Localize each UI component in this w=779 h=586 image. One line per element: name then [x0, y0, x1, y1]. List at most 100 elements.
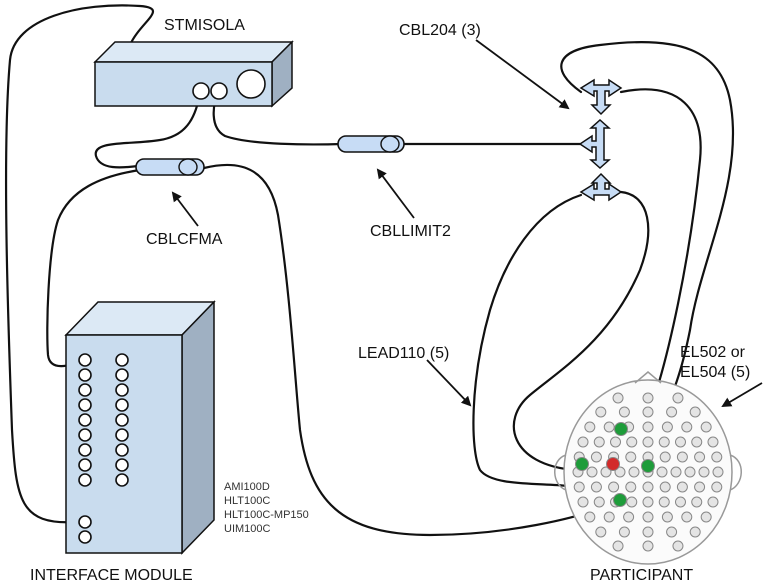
cbl204-adapter-top — [579, 78, 623, 116]
label-cblcfma: CBLCFMA — [146, 231, 223, 248]
electrode-inactive — [577, 496, 589, 508]
wire-bottom-cbl204-loop — [512, 190, 650, 472]
module-jack-left — [78, 458, 92, 472]
electrode-inactive — [642, 481, 654, 493]
cbl204-adapter-middle — [578, 118, 611, 170]
arrow-el502 — [721, 382, 763, 408]
electrode-inactive — [618, 526, 630, 538]
label-cbl204: CBL204 (3) — [399, 22, 481, 39]
callout-arrows — [171, 39, 763, 408]
label-el502-line2: EL504 (5) — [680, 364, 750, 381]
electrode-inactive — [689, 526, 701, 538]
stim-jack-left — [192, 82, 210, 100]
electrode-active-green — [614, 422, 628, 436]
electrode-inactive — [642, 406, 654, 418]
wire-top-cbl204-loop — [619, 88, 702, 412]
electrode-inactive — [672, 392, 684, 404]
electrode-inactive — [659, 451, 671, 463]
electrode-inactive — [628, 466, 640, 478]
electrode-inactive — [658, 436, 670, 448]
electrode-inactive — [600, 466, 612, 478]
electrode-inactive — [642, 436, 654, 448]
electrode-inactive — [642, 511, 654, 523]
label-model-2: HLT100C — [224, 495, 270, 507]
electrode-inactive — [666, 406, 678, 418]
arrow-cbllimit2 — [376, 168, 415, 219]
electrode-inactive — [595, 526, 607, 538]
electrode-inactive — [666, 526, 678, 538]
electrode-inactive — [595, 406, 607, 418]
electrode-inactive — [603, 421, 615, 433]
wire-bottom-cbl204-outer — [472, 193, 592, 492]
electrode-inactive — [603, 511, 615, 523]
electrode-inactive — [586, 466, 598, 478]
stim-knob — [236, 69, 266, 99]
electrode-inactive — [610, 436, 622, 448]
electrode-inactive — [676, 481, 688, 493]
module-jack-left — [78, 353, 92, 367]
electrode-inactive — [625, 451, 637, 463]
module-jack-left — [78, 383, 92, 397]
electrode-inactive — [593, 496, 605, 508]
electrode-inactive — [711, 451, 723, 463]
electrode-inactive — [672, 540, 684, 552]
electrode-inactive — [590, 481, 602, 493]
module-jack-right — [115, 413, 129, 427]
electrode-inactive — [700, 511, 712, 523]
electrode-inactive — [608, 481, 620, 493]
electrode-inactive — [618, 406, 630, 418]
electrode-inactive — [593, 436, 605, 448]
electrode-inactive — [590, 451, 602, 463]
module-jack-left — [78, 473, 92, 487]
wire-stimulator-to-module — [4, 4, 155, 524]
module-jack-right — [115, 353, 129, 367]
electrode-inactive — [694, 481, 706, 493]
electrode-active-green — [575, 457, 589, 471]
electrode-inactive — [689, 406, 701, 418]
electrode-inactive — [691, 436, 703, 448]
module-jack-right — [115, 458, 129, 472]
electrode-active-green — [613, 493, 627, 507]
wire-cblcfma-to-module — [46, 168, 142, 368]
label-participant: PARTICIPANT — [590, 567, 693, 584]
label-model-1: AMI100D — [224, 481, 270, 493]
module-jack-left — [78, 368, 92, 382]
electrode-inactive — [694, 451, 706, 463]
electrode-inactive — [670, 466, 682, 478]
electrode-inactive — [674, 496, 686, 508]
module-jack-right — [115, 368, 129, 382]
label-model-4: UIM100C — [224, 523, 271, 535]
wire-stimulator-to-cbllimit2 — [212, 89, 344, 146]
electrode-inactive — [707, 436, 719, 448]
label-cbllimit2: CBLLIMIT2 — [370, 223, 451, 240]
arrow-cblcfma — [171, 191, 199, 227]
stim-jack-right — [210, 82, 228, 100]
electrode-inactive — [623, 511, 635, 523]
electrode-inactive — [642, 392, 654, 404]
electrode-inactive — [681, 421, 693, 433]
electrode-inactive — [681, 511, 693, 523]
cbl204-adapter-bottom — [579, 172, 623, 202]
interface-module — [64, 300, 216, 555]
electrode-active-green — [641, 459, 655, 473]
electrode-inactive — [658, 496, 670, 508]
electrode-inactive — [691, 496, 703, 508]
electrode-inactive — [626, 496, 638, 508]
electrode-inactive — [642, 526, 654, 538]
electrode-inactive — [659, 481, 671, 493]
stmisola-device — [93, 40, 294, 108]
module-jack-right — [115, 398, 129, 412]
electrode-inactive — [661, 421, 673, 433]
electrode-inactive — [577, 436, 589, 448]
cblcfma-connector — [135, 158, 205, 176]
electrode-grid — [572, 392, 724, 552]
label-model-3: HLT100C-MP150 — [224, 509, 309, 521]
electrode-inactive — [661, 511, 673, 523]
right-ear-outline — [729, 454, 742, 491]
electrode-inactive — [642, 421, 654, 433]
left-ear-outline — [554, 454, 567, 491]
electrode-inactive — [612, 392, 624, 404]
label-interface-module: INTERFACE MODULE — [30, 567, 193, 584]
electrode-inactive — [584, 421, 596, 433]
